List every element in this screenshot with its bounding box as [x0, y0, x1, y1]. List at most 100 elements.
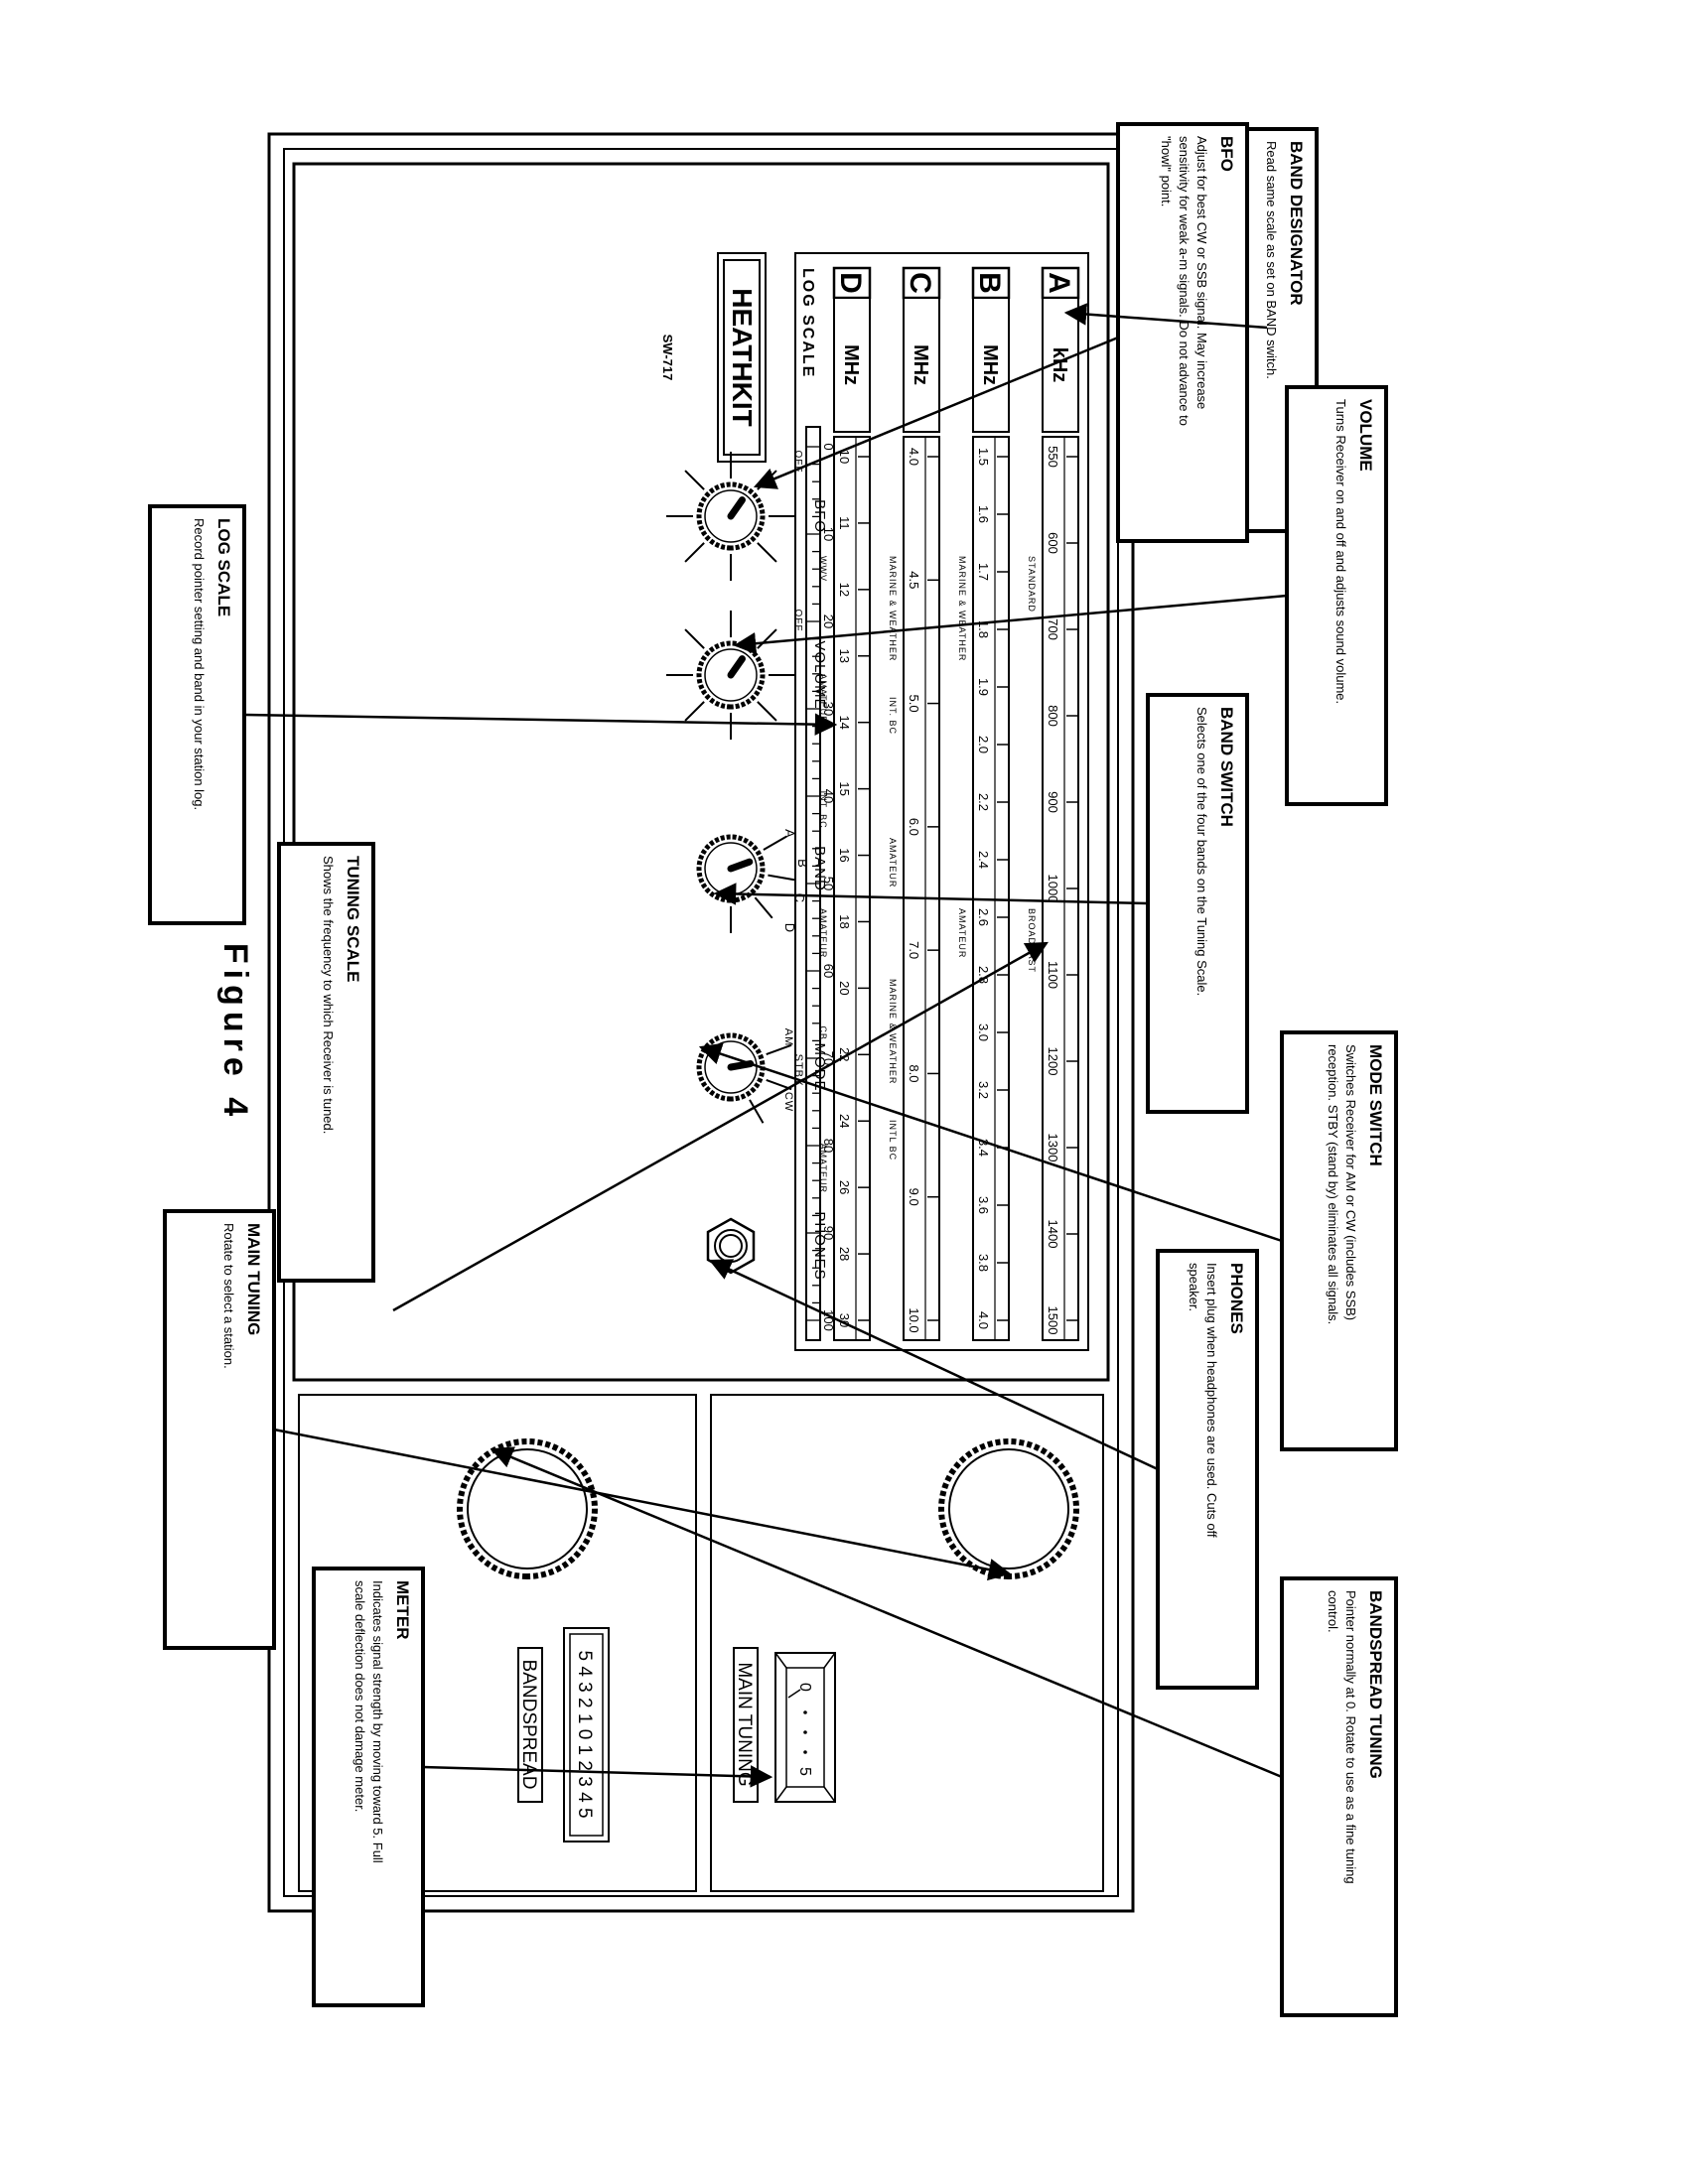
band-unit: kHz	[1049, 347, 1070, 383]
main-tuning-label: MAIN TUNING	[734, 1662, 755, 1786]
callout-text: Insert plug when headphones are used. Cu…	[1204, 1263, 1219, 1538]
band-unit: MHz	[840, 344, 862, 385]
model-number: SW-717	[660, 335, 675, 381]
leader-arrow	[713, 883, 1149, 905]
mode-position-am: AM	[782, 1028, 794, 1047]
knob-pointer	[727, 655, 746, 679]
service-band-label: CB	[818, 1025, 828, 1040]
scale-tick-label: 1.8	[976, 620, 991, 638]
dial-panel	[292, 162, 1110, 1382]
band-letter: D	[834, 272, 867, 294]
scale-tick-label: 4.0	[976, 1311, 991, 1329]
band-d-scale: DMHz1011121314151618202224262830WWVAMATE…	[818, 266, 872, 1341]
scale-tick-label: 18	[837, 914, 852, 928]
callout-title: PHONES	[1227, 1263, 1246, 1334]
scale-tick-label: 1500	[1046, 1306, 1060, 1335]
bfo-off-label: OFF	[792, 451, 803, 474]
callout-title: BANDSPREAD TUNING	[1366, 1590, 1385, 1779]
figure-caption: Figure 4	[216, 943, 254, 1122]
scale-tick-label: 3.2	[976, 1081, 991, 1099]
cabinet-outline	[267, 132, 1135, 1913]
knob-pointer	[727, 496, 746, 520]
phones-jack[interactable]	[706, 1217, 756, 1275]
band-switch-knob[interactable]	[696, 834, 795, 934]
callout-text: Switches Receiver for AM or CW (includes…	[1343, 1044, 1358, 1320]
bandspread-scale-numbers: 5 4 3 2 1 0 1 2 3 4 5	[574, 1650, 595, 1818]
service-band-label: STANDARD	[1027, 556, 1037, 613]
callout-title: VOLUME	[1356, 399, 1375, 472]
leader-arrow	[1063, 303, 1268, 330]
scale-tick-label: 8.0	[907, 1064, 921, 1082]
tuning-scale-frame	[794, 252, 1089, 1351]
scale-tick-label: 2.4	[976, 851, 991, 869]
scale-tick-label: 14	[837, 715, 852, 729]
scale-tick-label: 3.8	[976, 1254, 991, 1272]
brand-name: HEATHKIT	[727, 288, 758, 426]
leader-arrow	[733, 594, 1288, 655]
heathkit-logo: HEATHKIT	[717, 252, 767, 463]
callout-text: sensitivity for weak a-m signals. Do not…	[1177, 136, 1192, 426]
bandspread-plate: BANDSPREAD	[517, 1647, 543, 1803]
mode-switch-knob[interactable]	[696, 1032, 792, 1124]
band-letter: A	[1043, 272, 1075, 294]
scale-tick-label: 1100	[1046, 961, 1060, 989]
callout-text: control.	[1326, 1590, 1340, 1633]
scale-tick-label: 550	[1046, 446, 1060, 468]
service-band-label: MARINE & WEATHER	[957, 556, 967, 661]
leader-arrow	[422, 1765, 773, 1788]
service-band-label: WWV	[818, 556, 828, 582]
meter-zero: 0	[796, 1683, 813, 1692]
log-tick-label: 0	[821, 443, 836, 450]
callout-text: Indicates signal strength by moving towa…	[370, 1580, 385, 1863]
leader-lines	[243, 303, 1288, 1788]
bandspread-panel	[298, 1394, 697, 1892]
volume-off-label: OFF	[792, 610, 803, 632]
scale-tick-label: 12	[837, 583, 852, 597]
scale-tick-label: 1300	[1046, 1134, 1060, 1162]
meter-needle	[787, 1689, 801, 1699]
scale-tick-label: 3.6	[976, 1196, 991, 1214]
scale-tick-label: 3.0	[976, 1024, 991, 1041]
callout-text: Rotate to select a station.	[221, 1223, 236, 1369]
meter-five: 5	[796, 1767, 813, 1776]
service-band-label: INT. BC	[888, 697, 898, 735]
log-tick-label: 40	[821, 789, 836, 803]
bandspread-knob[interactable]	[457, 1438, 598, 1579]
volume-knob[interactable]	[666, 611, 795, 740]
leader-arrow	[490, 1446, 1283, 1779]
service-band-label: AMATEUR	[888, 838, 898, 887]
scale-tick-label: 2.0	[976, 736, 991, 753]
scale-tick-label: 600	[1046, 532, 1060, 554]
scale-tick-label: 11	[837, 516, 852, 530]
scale-tick-label: 1400	[1046, 1220, 1060, 1249]
service-band-label: INTL BC	[888, 1120, 898, 1160]
leader-arrow	[392, 941, 1049, 1312]
log-tick-label: 20	[821, 614, 836, 628]
service-band-label: MARINE & WEATHER	[888, 556, 898, 661]
scale-tick-label: 24	[837, 1114, 852, 1128]
main-tuning-knob[interactable]	[938, 1438, 1079, 1579]
scale-tick-label: 5.0	[907, 695, 921, 713]
band-b-scale: BMHz1.51.61.71.81.92.02.22.42.62.83.03.2…	[957, 266, 1011, 1341]
service-band-label: AMATEUR	[818, 673, 828, 723]
scale-tick-label: 10	[837, 450, 852, 464]
scale-tick-label: 13	[837, 649, 852, 663]
scale-tick-label: 20	[837, 981, 852, 995]
scale-tick-label: 16	[837, 848, 852, 862]
scale-tick-label: 28	[837, 1247, 852, 1261]
band-position-c: C	[792, 893, 807, 903]
scale-tick-label: 4.0	[907, 448, 921, 466]
service-band-label: INT. BC	[818, 791, 828, 829]
scale-tick-label: 15	[837, 781, 852, 795]
bfo-knob[interactable]	[666, 452, 795, 581]
